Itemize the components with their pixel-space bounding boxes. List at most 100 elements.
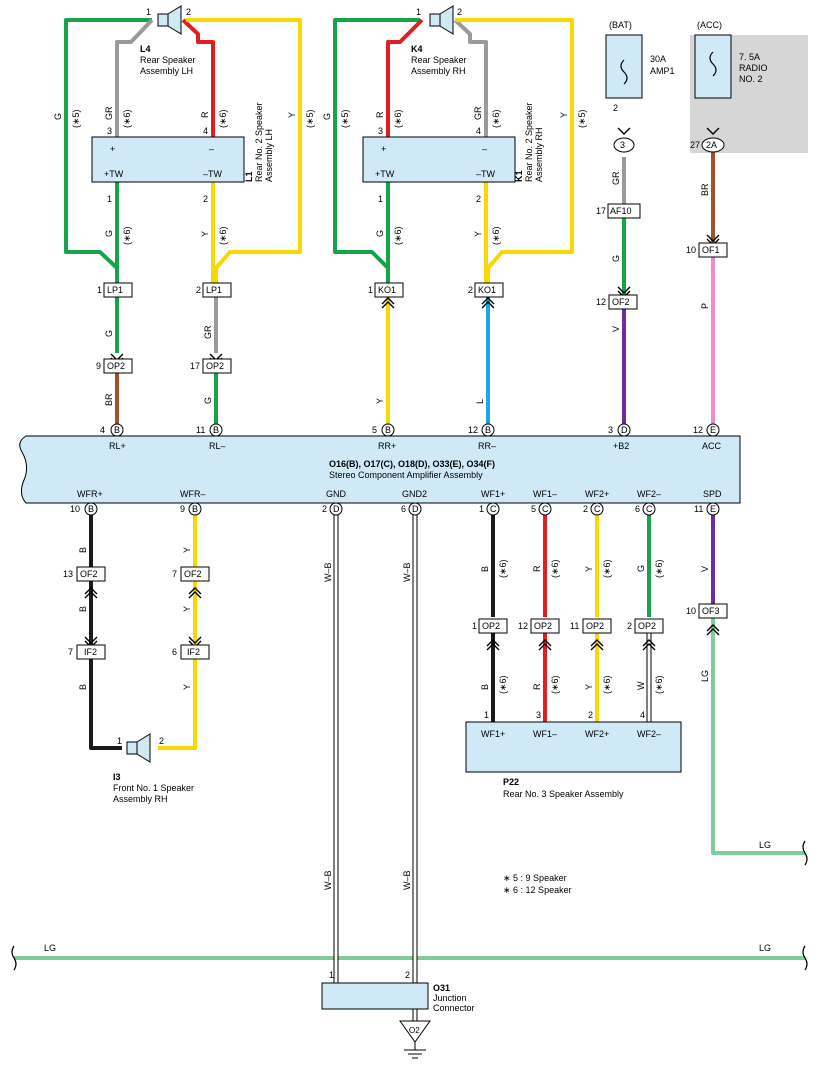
- speaker-icon: [126, 733, 151, 763]
- wire-mark-s6: (∗6): [491, 226, 501, 245]
- k4-code: K4: [411, 44, 423, 54]
- pin-number: 7: [68, 647, 73, 657]
- amp-pin-label: SPD: [703, 489, 722, 499]
- amp-pin-label: WFR+: [77, 489, 103, 499]
- break-right-icon: [802, 945, 808, 971]
- k1-speaker-box: [362, 136, 516, 183]
- pin-number: 13: [63, 569, 73, 579]
- wire-label-gr: GR: [203, 325, 213, 339]
- wire-label-g: G: [636, 565, 646, 572]
- wire-mark-s6: (∗6): [491, 109, 501, 128]
- amp-pin-circles: [84, 423, 720, 516]
- wire-label-g: G: [611, 255, 621, 262]
- pin-number: 2: [196, 285, 201, 295]
- pin-number: 10: [686, 606, 696, 616]
- pin-number: 3: [107, 126, 112, 136]
- amp-pin-label: WF1–: [533, 489, 557, 499]
- amp-pin-conn: B: [192, 504, 198, 514]
- connector-labels-bottom: 13 OF2 7 OF2 7 IF2 6 IF2 1 OP2 12 OP2 11…: [63, 569, 720, 657]
- note-line: ∗ 6 : 12 Speaker: [503, 885, 572, 895]
- wire-label-g: G: [104, 230, 114, 237]
- k1-name-line2: Assembly RH: [534, 127, 544, 182]
- wire-mark-s6: (∗6): [218, 226, 228, 245]
- pin-number: 4: [476, 126, 481, 136]
- conn-op2: OP2: [534, 621, 552, 631]
- wire-label-gr: GR: [473, 106, 483, 120]
- amp-pin-number: 11: [694, 504, 703, 514]
- i3-name-line1: Front No. 1 Speaker: [113, 783, 194, 793]
- k1-term-minus: –: [482, 144, 487, 154]
- wire-mark-s6: (∗6): [122, 226, 132, 245]
- wire-label-v: V: [700, 566, 710, 572]
- wire-mark-s6: (∗6): [498, 559, 508, 578]
- amp-pin-label: RL–: [209, 441, 226, 451]
- amp-pin-conn: C: [646, 504, 653, 514]
- k1-label: K1 Rear No. 2 Speaker Assembly RH: [514, 102, 544, 182]
- amp-pin-conn: C: [542, 504, 549, 514]
- speaker-icon: [429, 5, 454, 35]
- amp-pin-label: RL+: [109, 441, 126, 451]
- break-spd-icon: [802, 840, 808, 866]
- wire-label-g: G: [375, 230, 385, 237]
- amp-bottom-pins: WFR+ 10 B WFR– 9 B GND 2 D GND2 6 D WF1+…: [70, 489, 722, 514]
- wire-label-y: Y: [375, 398, 385, 404]
- bat-fuse-box: [605, 34, 643, 99]
- acc-rating: 7. 5A: [739, 52, 760, 62]
- wire-label-gr: GR: [104, 106, 114, 120]
- pin-number: 6: [172, 647, 177, 657]
- amp-pin-number: 2: [583, 504, 588, 514]
- o31-code: O31: [433, 983, 450, 993]
- conn-op2: OP2: [586, 621, 604, 631]
- l4-name-line2: Assembly LH: [140, 66, 193, 76]
- wire-label-lg: LG: [759, 840, 771, 850]
- wire-label-p: P: [700, 303, 710, 309]
- p22-code: P22: [503, 777, 519, 787]
- wire-label-br: BR: [104, 393, 114, 406]
- o31-name-line1: Junction: [433, 993, 467, 1003]
- amp-pin-number: 12: [693, 425, 703, 435]
- conn-of3: OF3: [702, 606, 720, 616]
- conn-of2: OF2: [184, 569, 202, 579]
- acc-fuse-box: [694, 34, 732, 99]
- conn-op2: OP2: [206, 361, 224, 371]
- amp-pin-label: ACC: [702, 441, 722, 451]
- wire-label-y: Y: [584, 684, 594, 690]
- wire-label-y: Y: [200, 231, 210, 237]
- wire-label-b: B: [480, 684, 490, 690]
- wire-label-b: B: [78, 547, 88, 553]
- pin-number: 1: [146, 7, 151, 17]
- pin-number: 2: [186, 7, 191, 17]
- bat-name: AMP1: [650, 66, 675, 76]
- wire-label-v: V: [611, 326, 621, 332]
- i3-name-line2: Assembly RH: [113, 794, 168, 804]
- wire-label-y: Y: [473, 231, 483, 237]
- amp-pin-label: WF2+: [585, 489, 609, 499]
- wire-label-wb: W–B: [402, 562, 412, 582]
- pin-number: 4: [640, 710, 645, 720]
- wire-label-g: G: [104, 330, 114, 337]
- amp-pin-number: 11: [196, 425, 205, 435]
- k1-term-tw-minus: –TW: [476, 169, 496, 179]
- conn-2a: 2A: [706, 140, 717, 150]
- conn-3: 3: [620, 140, 625, 150]
- p22-term: WF2+: [585, 729, 609, 739]
- amp-codes: O16(B), O17(C), O18(D), O33(E), O34(F): [329, 459, 495, 469]
- wire-label-y: Y: [559, 112, 569, 118]
- l1-name-line2: Assembly LH: [264, 129, 274, 182]
- k1-term-tw-plus: +TW: [375, 169, 395, 179]
- k4-name-line2: Assembly RH: [411, 66, 466, 76]
- pin-number: 27: [690, 140, 700, 150]
- wire-y-i3: [158, 659, 197, 750]
- pin-number: 1: [329, 970, 334, 980]
- conn-lp1: LP1: [107, 285, 123, 295]
- amp-pin-conn: C: [594, 504, 601, 514]
- amp-pin-number: 12: [468, 425, 478, 435]
- amp-pin-number: 10: [70, 504, 80, 514]
- bat-rating: 30A: [650, 54, 666, 64]
- amp-name: Stereo Component Amplifier Assembly: [329, 470, 483, 480]
- amp-pin-conn: D: [621, 425, 628, 435]
- amp-pin-conn: B: [485, 425, 491, 435]
- amp-pin-label: +B2: [613, 441, 629, 451]
- amp-pin-number: 6: [635, 504, 640, 514]
- wire-label-y: Y: [182, 547, 192, 553]
